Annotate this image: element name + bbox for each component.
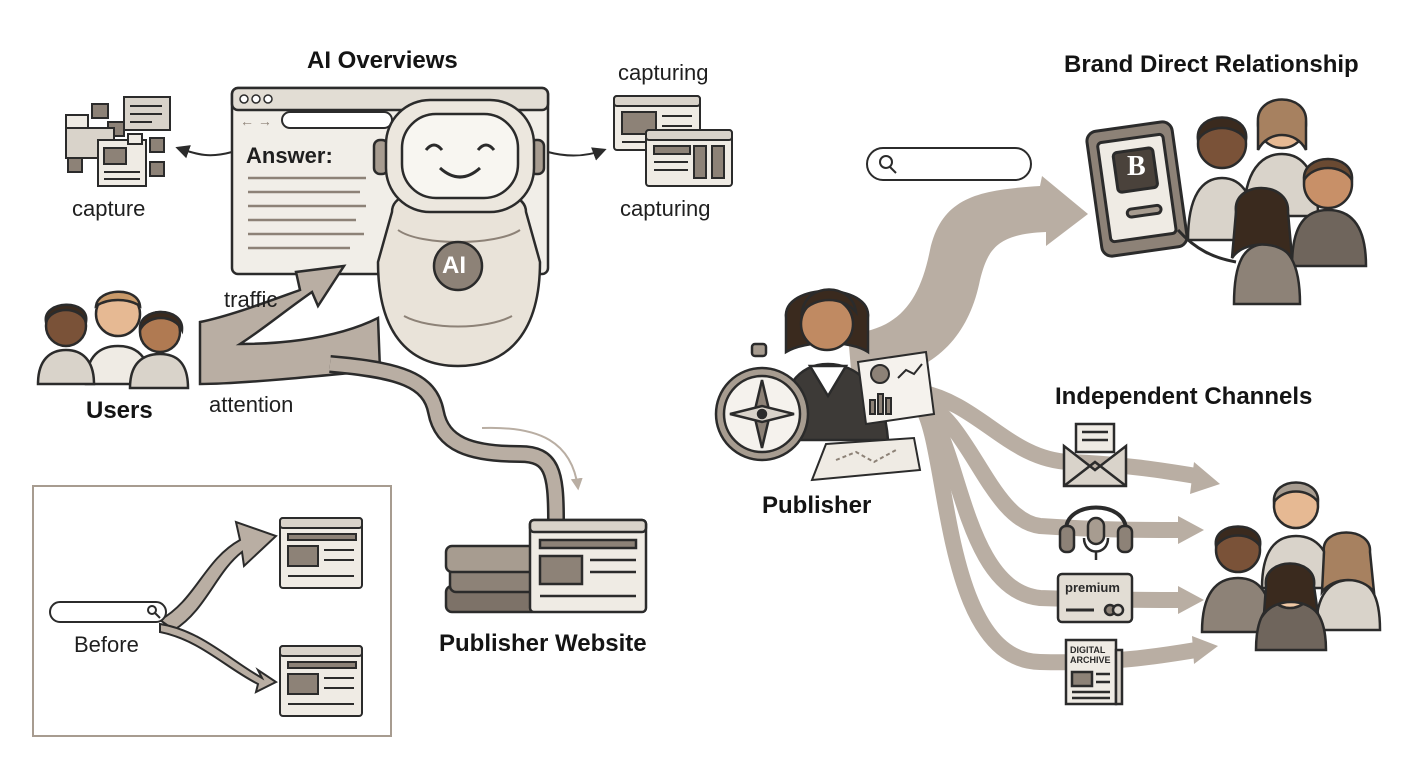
- independent-channels-title: Independent Channels: [1055, 383, 1313, 410]
- channel-arrowheads: [1178, 462, 1220, 664]
- publisher-website: [444, 518, 648, 614]
- captured-windows: [613, 95, 733, 187]
- envelope-icon: [1062, 422, 1128, 488]
- traffic-label: traffic: [224, 287, 278, 312]
- premium-card-icon: [1056, 572, 1134, 624]
- search-icon: [147, 605, 161, 619]
- newspaper-icon: [1064, 638, 1124, 706]
- ai-overviews-title: AI Overviews: [307, 47, 458, 74]
- before-flow-up: [158, 520, 278, 632]
- ai-robot: [372, 98, 546, 368]
- publisher-website-title: Publisher Website: [439, 630, 647, 657]
- brand-audience-group: [1176, 98, 1368, 306]
- ai-badge-label: AI: [442, 252, 466, 279]
- brand-logo-letter: B: [1127, 151, 1146, 182]
- website-flow: [329, 357, 563, 521]
- before-result-windows: [279, 517, 363, 717]
- digital-archive-line1: DIGITAL: [1070, 645, 1106, 655]
- capturing-top-label: capturing: [618, 60, 709, 85]
- users-group: [36, 290, 190, 390]
- premium-label: premium: [1065, 580, 1120, 595]
- publisher-title: Publisher: [762, 492, 872, 519]
- brand-direct-title: Brand Direct Relationship: [1064, 51, 1359, 78]
- return-trickle-arrow: [481, 426, 583, 491]
- right-search-bar[interactable]: [866, 147, 1032, 181]
- capture-label: capture: [72, 196, 146, 221]
- headphones-mic-icon: [1058, 505, 1134, 560]
- map-document: [810, 436, 922, 482]
- before-flow-down: [159, 622, 278, 694]
- channel-flows: [912, 384, 1204, 671]
- traffic-attention-flow: [198, 264, 382, 386]
- svg-text:← →: ← →: [240, 113, 272, 129]
- capturing-arrow: [547, 147, 607, 161]
- search-icon: [879, 155, 897, 174]
- brand-flow: [848, 176, 1088, 382]
- before-search-bar[interactable]: [49, 601, 167, 623]
- answer-label: Answer:: [246, 143, 333, 168]
- users-title: Users: [86, 397, 153, 424]
- captured-content-cluster: [65, 96, 171, 187]
- compass-icon: [714, 342, 810, 462]
- digital-archive-line2: ARCHIVE: [1070, 655, 1111, 665]
- before-label: Before: [74, 632, 139, 657]
- capturing-bottom-label: capturing: [620, 196, 711, 221]
- attention-label: attention: [209, 392, 294, 417]
- report-document: [856, 350, 936, 426]
- capture-arrow: [175, 145, 233, 159]
- brand-tablet: [1085, 120, 1189, 258]
- independent-audience-group: [1200, 481, 1382, 652]
